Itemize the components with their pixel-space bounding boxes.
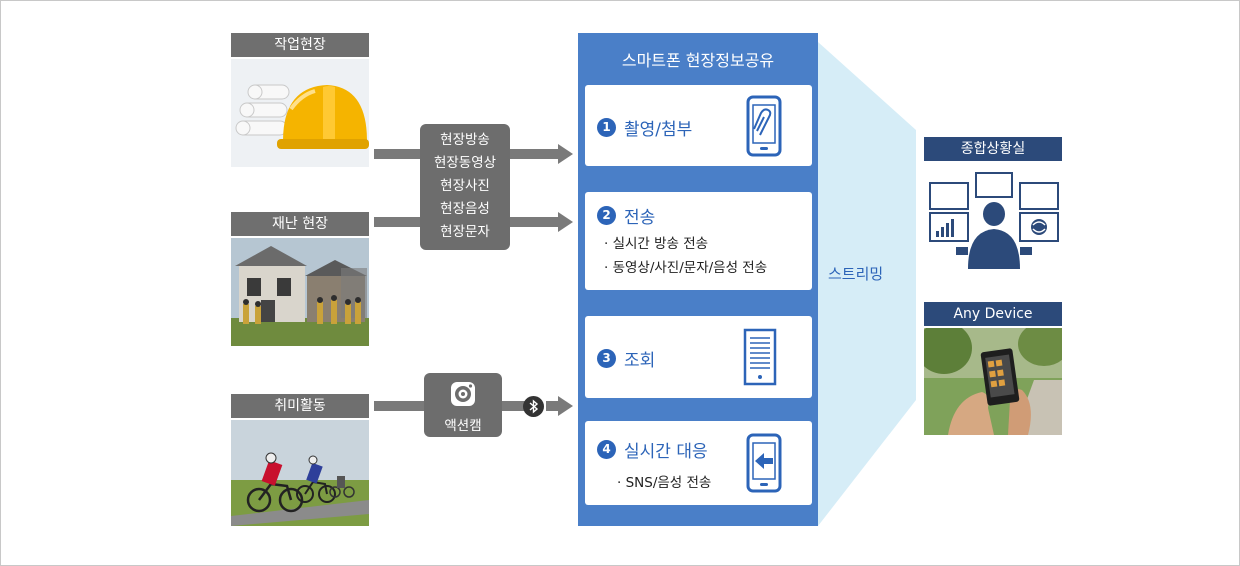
control-room-icon [929, 172, 1059, 269]
media-item-video: 현장동영상 [433, 155, 497, 171]
panel-title: 스마트폰 현장정보공유 [621, 51, 775, 70]
phone-arrow-icon [746, 433, 782, 493]
action-cam-icon [451, 382, 475, 406]
streaming-funnel [818, 42, 916, 526]
cycling-photo [231, 420, 369, 526]
step-number: 3 [597, 349, 616, 368]
streaming-label: 스트리밍 [828, 265, 884, 283]
step-card-transmit: 2 전송 · 실시간 방송 전송 · 동영상/사진/문자/음성 전송 [585, 192, 812, 290]
step-title: 실시간 대응 [624, 442, 708, 462]
step-number: 1 [597, 118, 616, 137]
step-card-response: 4 실시간 대응 · SNS/음성 전송 [585, 421, 812, 505]
connector-arrows [374, 144, 573, 416]
bluetooth-icon [523, 396, 544, 417]
action-cam-label: 액션캠 [444, 418, 482, 434]
hardhat-photo [231, 59, 369, 167]
source-label-disaster: 재난 현장 [231, 212, 369, 236]
step-title: 촬영/첨부 [624, 120, 693, 140]
step-number: 2 [597, 206, 616, 225]
step-bullet: · 실시간 방송 전송 [604, 236, 709, 252]
step-number: 4 [597, 440, 616, 459]
media-item-broadcast: 현장방송 [440, 132, 490, 148]
server-tower-icon [743, 328, 777, 386]
step-card-lookup: 3 조회 [585, 316, 812, 398]
step-title: 조회 [624, 351, 656, 371]
step-card-capture: 1 촬영/첨부 [585, 85, 812, 166]
phone-paperclip-icon [746, 95, 782, 157]
media-item-text: 현장문자 [440, 224, 490, 240]
hand-phone-photo [924, 328, 1062, 435]
media-item-voice: 현장음성 [440, 201, 490, 217]
source-label-worksite: 작업현장 [231, 33, 369, 57]
disaster-photo [231, 238, 369, 346]
step-bullet: · 동영상/사진/문자/음성 전송 [604, 260, 768, 276]
source-label-hobby: 취미활동 [231, 394, 369, 418]
step-bullet: · SNS/음성 전송 [617, 475, 712, 491]
step-title: 전송 [624, 208, 656, 228]
dest-label-any-device: Any Device [924, 302, 1062, 326]
action-cam-box: 액션캠 [424, 373, 502, 437]
dest-label-control-room: 종합상황실 [924, 137, 1062, 161]
media-item-photo: 현장사진 [440, 178, 490, 194]
media-type-box: 현장방송 현장동영상 현장사진 현장음성 현장문자 [420, 124, 510, 250]
